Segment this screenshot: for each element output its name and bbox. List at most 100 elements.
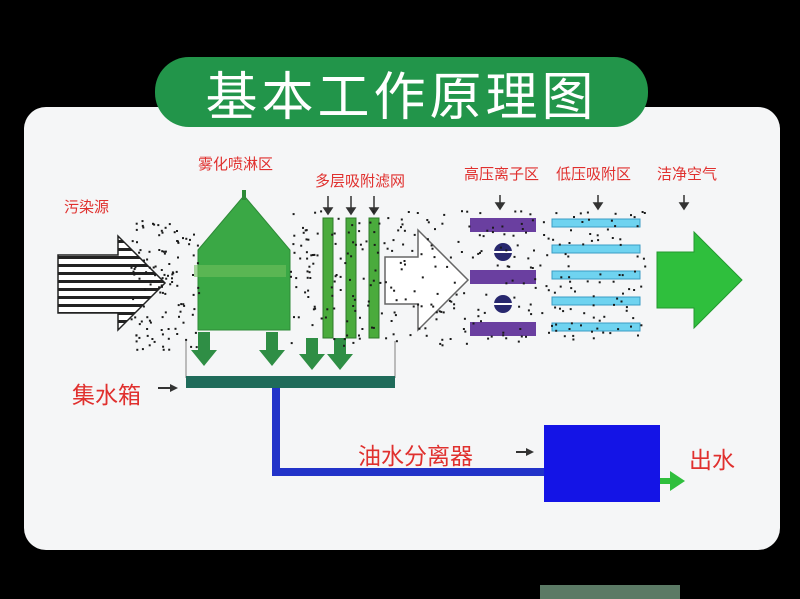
dust-particle (518, 305, 521, 308)
dust-particle (180, 303, 183, 306)
dust-particle (581, 221, 584, 223)
dust-particle (308, 271, 311, 274)
dust-particle (316, 254, 319, 257)
dust-particle (358, 222, 361, 225)
dust-particle (136, 348, 139, 351)
water-tank-label: 集水箱 (72, 383, 141, 409)
dust-particle (520, 335, 523, 338)
dust-particle (569, 308, 572, 311)
low-voltage-adsorb-label: 低压吸附区 (556, 165, 632, 183)
dust-particle (453, 307, 456, 310)
dust-particle (636, 255, 639, 258)
dust-particle (148, 319, 151, 322)
dust-particle (521, 228, 524, 230)
dust-particle (539, 264, 542, 267)
dust-particle (511, 279, 514, 282)
dust-particle (434, 265, 437, 268)
dust-particle (367, 304, 370, 307)
dust-particle (176, 284, 179, 287)
dust-particle (352, 305, 355, 307)
dust-particle (135, 228, 138, 231)
dust-particle (641, 211, 644, 213)
dust-particle (513, 255, 516, 258)
dust-particle (619, 243, 622, 246)
high-voltage-ion-label: 高压离子区 (464, 165, 540, 183)
dust-particle (311, 324, 314, 327)
dust-particle (609, 332, 612, 335)
dust-particle (449, 338, 452, 340)
dust-particle (331, 294, 334, 297)
dust-particle (435, 318, 438, 321)
adsorption-plates (551, 218, 641, 332)
dust-particle (531, 267, 534, 269)
dust-particle (171, 271, 174, 274)
dust-particle (527, 257, 530, 260)
clean-air-label: 洁净空气 (657, 165, 718, 183)
dust-particle (637, 334, 639, 337)
dust-particle (621, 274, 624, 277)
dust-particle (160, 329, 163, 331)
dust-particle (190, 345, 193, 348)
dust-particle (359, 243, 362, 246)
dust-particle (492, 226, 494, 229)
dust-particle (543, 234, 546, 236)
dust-particle (516, 244, 519, 247)
dust-particle (426, 219, 429, 221)
dust-particle (164, 250, 167, 253)
dust-particle (132, 298, 135, 301)
dust-particle (480, 250, 483, 253)
dust-particle (169, 283, 172, 286)
dust-particle (305, 238, 308, 241)
dust-particle (574, 290, 576, 293)
dust-particle (547, 289, 550, 292)
dust-particle (425, 334, 428, 337)
dust-particle (159, 291, 162, 294)
dust-particle (485, 293, 488, 296)
dust-particle (506, 265, 509, 268)
dust-particle (185, 338, 188, 341)
small-down-arrow-icon (494, 195, 690, 211)
dust-particle (333, 307, 336, 310)
dust-particle (369, 221, 372, 224)
page-title: 基本工作原理图 (205, 67, 598, 128)
dust-particle (135, 334, 138, 337)
dust-particle (503, 233, 506, 236)
dust-particle (520, 222, 523, 225)
dust-particle (586, 280, 589, 283)
dust-particle (588, 218, 590, 221)
dust-particle (570, 229, 572, 232)
dust-particle (440, 310, 443, 313)
oil-water-separator-label: 油水分离器 (358, 444, 473, 470)
dust-particle (568, 328, 571, 330)
dust-particle (157, 224, 160, 227)
dust-particle (644, 265, 647, 268)
dust-particle (293, 251, 296, 254)
dust-particle (135, 222, 138, 225)
dust-particle (161, 250, 164, 253)
dust-particle (178, 315, 180, 318)
dust-particle (183, 304, 186, 307)
dust-particle (361, 248, 364, 251)
dust-particle (613, 303, 615, 306)
dust-particle (453, 281, 456, 284)
bottom-edge-bar (540, 585, 680, 599)
dust-particle (403, 260, 406, 262)
dust-particle (148, 250, 151, 253)
dust-particle (359, 316, 361, 319)
dust-particle (390, 320, 393, 322)
dust-particle (592, 337, 595, 340)
dust-particle (146, 334, 149, 337)
dust-particle (529, 266, 532, 269)
dust-particle (618, 274, 621, 276)
dust-particle (409, 334, 412, 337)
dust-particle (189, 238, 191, 241)
dust-particle (404, 263, 406, 266)
title-pill: 基本工作原理图 (155, 57, 648, 128)
dust-particle (590, 239, 593, 242)
dust-particle (313, 253, 316, 256)
dust-particle (293, 234, 296, 237)
dust-particle (548, 331, 550, 334)
dust-particle (413, 290, 416, 293)
dust-particle (552, 238, 555, 241)
